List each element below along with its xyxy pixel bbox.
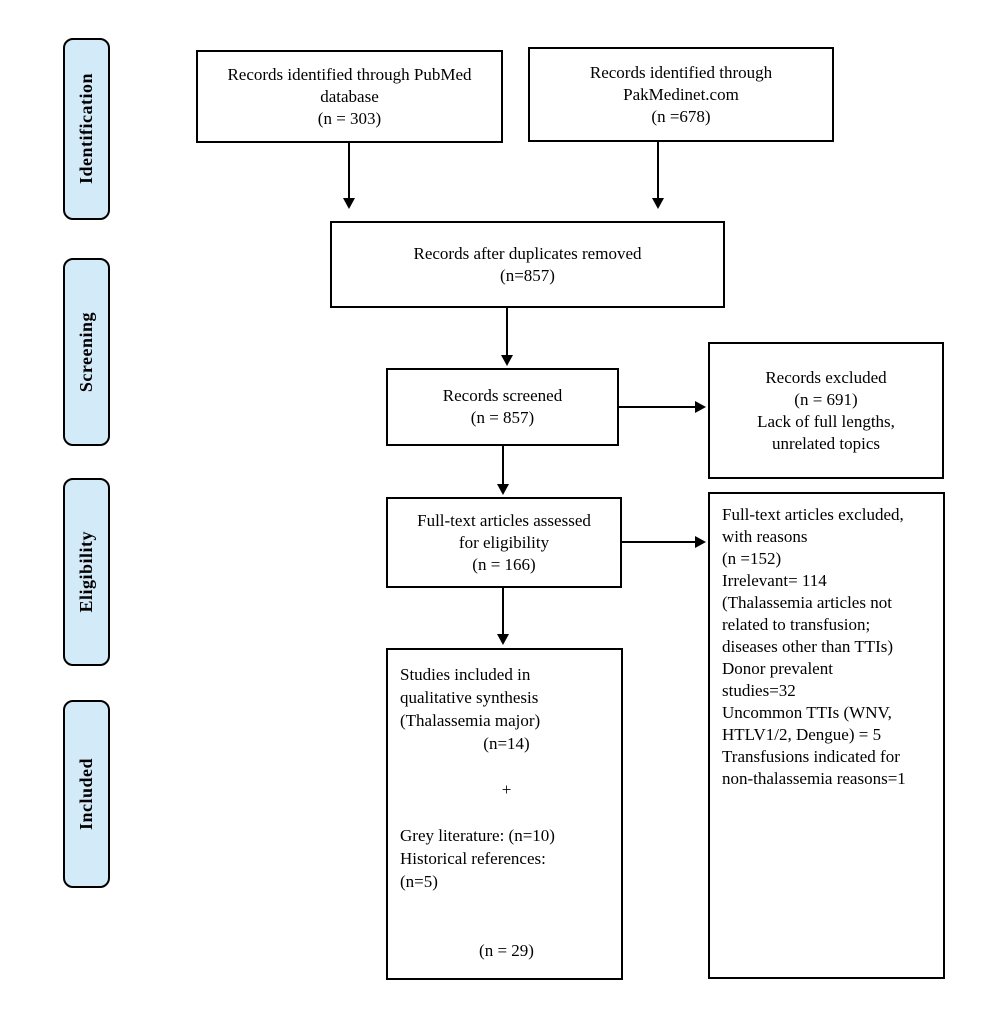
text-line: (n=857) [500, 265, 555, 285]
arrow-fulltext-to-excluded [622, 536, 706, 548]
arrowhead-down-icon [652, 198, 664, 209]
text-line: with reasons [722, 527, 808, 546]
text-line: Transfusions indicated for [722, 747, 900, 766]
text-line: Irrelevant= 114 [722, 571, 827, 590]
text-line: PakMedinet.com [623, 84, 739, 104]
text-line: Full-text articles excluded, [722, 505, 904, 524]
text-line: non-thalassemia reasons=1 [722, 769, 906, 788]
stage-identification: Identification [63, 38, 110, 220]
stage-eligibility: Eligibility [63, 478, 110, 666]
box-records-identified-pubmed: Records identified through PubMed databa… [196, 50, 503, 143]
text-line: (n = 857) [470, 408, 535, 427]
arrow-shaft [502, 588, 504, 634]
text-line: qualitative synthesis [400, 688, 539, 707]
arrowhead-down-icon [497, 634, 509, 645]
text-line: studies=32 [722, 681, 796, 700]
arrowhead-right-icon [695, 401, 706, 413]
arrow-pakmedinet-to-duplicates [652, 142, 664, 209]
text-line: Records after duplicates removed [413, 243, 642, 263]
arrow-shaft [619, 406, 695, 408]
arrow-pubmed-to-duplicates [343, 143, 355, 209]
box-fulltext-assessed: Full-text articles assessed for eligibil… [386, 497, 622, 588]
text-line: (n =678) [651, 106, 711, 126]
text-line: + [501, 780, 512, 799]
arrow-shaft [502, 446, 504, 484]
arrow-shaft [348, 143, 350, 198]
box-records-screened: Records screened (n = 857) [386, 368, 619, 446]
spacer [400, 893, 613, 916]
box-studies-included: Studies included in qualitative synthesi… [386, 648, 623, 980]
text-line: Studies included in [400, 665, 531, 684]
arrow-duplicates-to-screened [501, 308, 513, 366]
text-line: Grey literature: (n=10) [400, 826, 555, 845]
box-fulltext-excluded: Full-text articles excluded, with reason… [708, 492, 945, 979]
box-records-excluded: Records excluded (n = 691) Lack of full … [708, 342, 944, 479]
arrow-shaft [657, 142, 659, 198]
arrowhead-right-icon [695, 536, 706, 548]
box-records-identified-pakmedinet: Records identified through PakMedinet.co… [528, 47, 834, 142]
text-line: Records screened [442, 386, 563, 405]
text-line: diseases other than TTIs) [722, 637, 894, 656]
text-line: (n = 303) [317, 108, 382, 128]
stage-included-label: Included [76, 757, 96, 831]
text-line: HTLV1/2, Dengue) = 5 [722, 725, 882, 744]
text-line: Lack of full lengths, [757, 411, 895, 431]
text-line: unrelated topics [771, 433, 881, 453]
spacer [400, 755, 613, 778]
stage-identification-label: Identification [76, 73, 96, 185]
arrowhead-down-icon [501, 355, 513, 366]
text-line: (n=5) [400, 872, 438, 891]
spacer [400, 801, 613, 824]
arrow-shaft [622, 541, 695, 543]
text-line: database [320, 86, 379, 106]
stage-screening: Screening [63, 258, 110, 446]
text-line: Donor prevalent [722, 659, 833, 678]
text-line: Records identified through PubMed [227, 64, 472, 84]
text-line: (n = 29) [479, 941, 534, 960]
arrow-shaft [506, 308, 508, 355]
text-line: (Thalassemia major) [400, 711, 541, 730]
text-line: Records identified through [589, 62, 773, 82]
text-line: (n = 166) [472, 554, 536, 574]
text-line: (n=14) [483, 734, 530, 753]
stage-eligibility-label: Eligibility [76, 531, 96, 613]
text-line: Records excluded [765, 367, 887, 387]
arrow-screened-to-excluded [619, 401, 706, 413]
text-line: (n = 691) [794, 389, 858, 409]
text-line: Historical references: [400, 849, 546, 868]
stage-screening-label: Screening [76, 311, 96, 393]
arrow-screened-to-fulltext [497, 446, 509, 495]
text-line: (Thalassemia articles not [722, 593, 892, 612]
text-line: related to transfusion; [722, 615, 871, 634]
text-line: Uncommon TTIs (WNV, [722, 703, 892, 722]
arrowhead-down-icon [343, 198, 355, 209]
text-line: Full-text articles assessed [417, 510, 591, 530]
stage-included: Included [63, 700, 110, 888]
arrowhead-down-icon [497, 484, 509, 495]
text-line: (n =152) [722, 549, 782, 568]
box-duplicates-removed: Records after duplicates removed (n=857) [330, 221, 725, 308]
arrow-fulltext-to-included [497, 588, 509, 645]
text-line: for eligibility [458, 532, 550, 552]
spacer [400, 916, 613, 939]
